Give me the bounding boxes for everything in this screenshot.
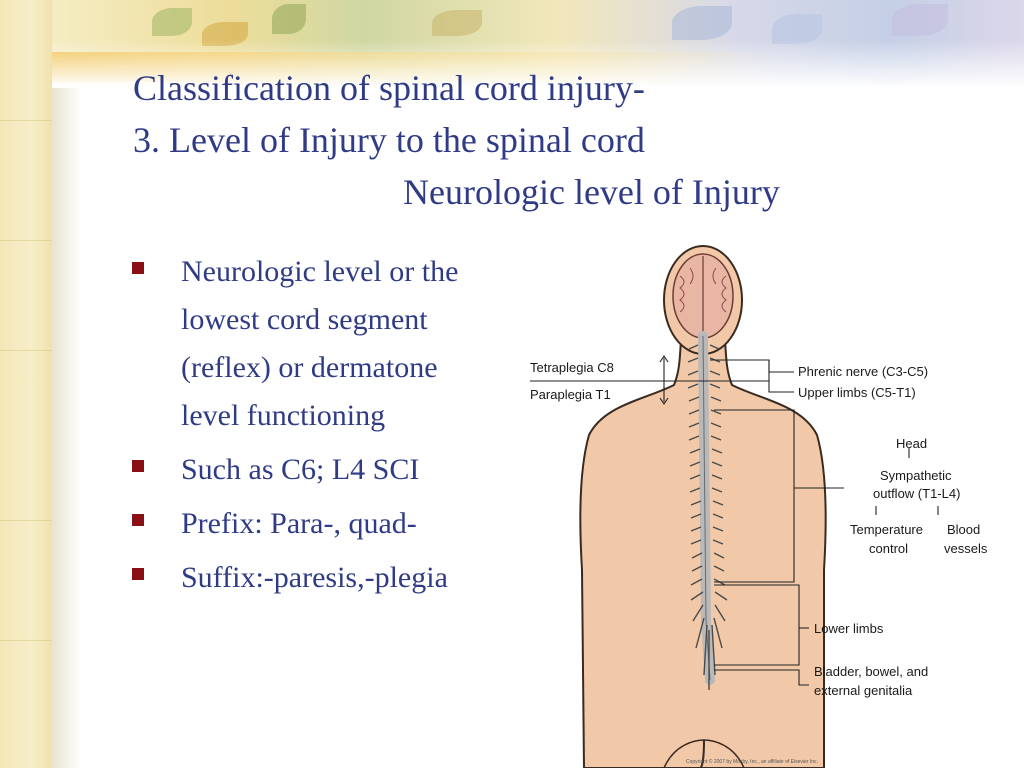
label-bladder: Bladder, bowel, and bbox=[814, 664, 928, 679]
spinal-cord-diagram: Tetraplegia C8 Paraplegia T1 Phrenic ner… bbox=[530, 245, 988, 768]
bullet-item: Neurologic level or the lowest cord segm… bbox=[130, 248, 530, 440]
title-line-2: 3. Level of Injury to the spinal cord bbox=[133, 120, 645, 160]
bullet-item: Prefix: Para-, quad- bbox=[130, 500, 530, 548]
level-lines bbox=[530, 355, 939, 686]
title-subheading: Neurologic level of Injury bbox=[403, 172, 780, 212]
copyright-notice: Copyright © 2007 by Mosby, Inc., an affi… bbox=[686, 758, 818, 765]
bullet-list: Neurologic level or the lowest cord segm… bbox=[130, 248, 530, 608]
label-control: control bbox=[869, 541, 908, 556]
bullet-text: Such as C6; L4 SCI bbox=[181, 453, 420, 486]
label-outflow: outflow (T1-L4) bbox=[873, 486, 960, 501]
label-blood: Blood bbox=[947, 522, 980, 537]
label-sympathetic: Sympathetic bbox=[880, 468, 952, 483]
title-line-1: Classification of spinal cord injury- bbox=[133, 68, 645, 108]
label-phrenic-nerve: Phrenic nerve (C3-C5) bbox=[798, 364, 928, 379]
parchment-left-border bbox=[0, 0, 52, 768]
label-head: Head bbox=[896, 436, 927, 451]
slide-title: Classification of spinal cord injury- 3.… bbox=[133, 62, 780, 218]
label-lower-limbs: Lower limbs bbox=[814, 621, 884, 636]
label-paraplegia: Paraplegia T1 bbox=[530, 387, 611, 402]
bullet-text: Suffix:-paresis,-plegia bbox=[181, 561, 448, 594]
decorative-banner bbox=[52, 0, 1024, 88]
bullet-text: Neurologic level or the lowest cord segm… bbox=[181, 255, 459, 432]
square-bullet-icon bbox=[132, 460, 144, 472]
bullet-item: Suffix:-paresis,-plegia bbox=[130, 554, 530, 602]
nerve-roots bbox=[687, 344, 728, 690]
square-bullet-icon bbox=[132, 262, 144, 274]
label-genitalia: external genitalia bbox=[814, 683, 913, 698]
square-bullet-icon bbox=[132, 568, 144, 580]
label-temperature: Temperature bbox=[850, 522, 923, 537]
bullet-text: Prefix: Para-, quad- bbox=[181, 507, 417, 540]
label-upper-limbs: Upper limbs (C5-T1) bbox=[798, 385, 916, 400]
square-bullet-icon bbox=[132, 514, 144, 526]
left-shadow bbox=[52, 0, 82, 768]
bullet-item: Such as C6; L4 SCI bbox=[130, 446, 530, 494]
label-tetraplegia: Tetraplegia C8 bbox=[530, 360, 614, 375]
label-vessels: vessels bbox=[944, 541, 988, 556]
spinal-cord-illustration: Tetraplegia C8 Paraplegia T1 Phrenic ner… bbox=[524, 240, 1004, 768]
